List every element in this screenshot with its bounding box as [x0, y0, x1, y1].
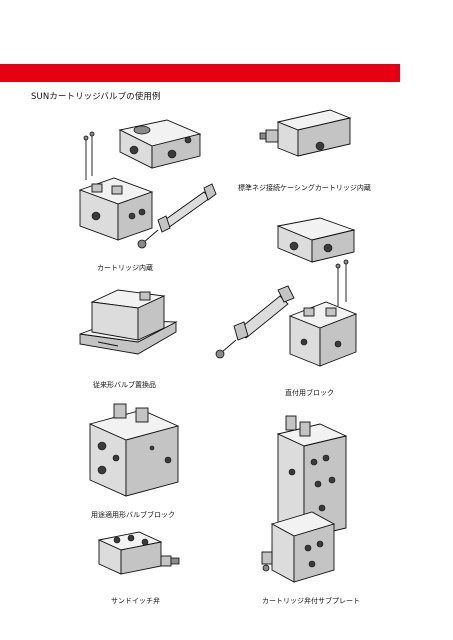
caption-subplate: カートリッジ弁付サブプレート [262, 597, 360, 605]
caption-cartridge-builtin: カートリッジ内蔵 [97, 264, 153, 272]
application-block-illustration [88, 403, 180, 497]
caption-sandwich-valve: サンドイッチ弁 [111, 597, 160, 605]
caption-direct-block: 直付用ブロック [285, 389, 334, 397]
cartridge-builtin-illustration [78, 119, 217, 249]
page-heading: SUNカートリッジバルブの使用例 [31, 92, 161, 102]
caption-standard-thread: 標準ネジ接続ケーシングカートリッジ内蔵 [238, 184, 371, 192]
direct-block-illustration [215, 217, 358, 367]
header-accent-bar [0, 64, 400, 82]
sandwich-valve-illustration [97, 531, 180, 575]
subplate-illustration [261, 415, 348, 583]
caption-conventional-replacement: 従来形バルブ置換品 [93, 381, 156, 389]
standard-thread-casing-illustration [259, 109, 352, 157]
caption-application-block: 用途適用形バルブブロック [91, 511, 175, 519]
conventional-replacement-illustration [79, 289, 178, 355]
